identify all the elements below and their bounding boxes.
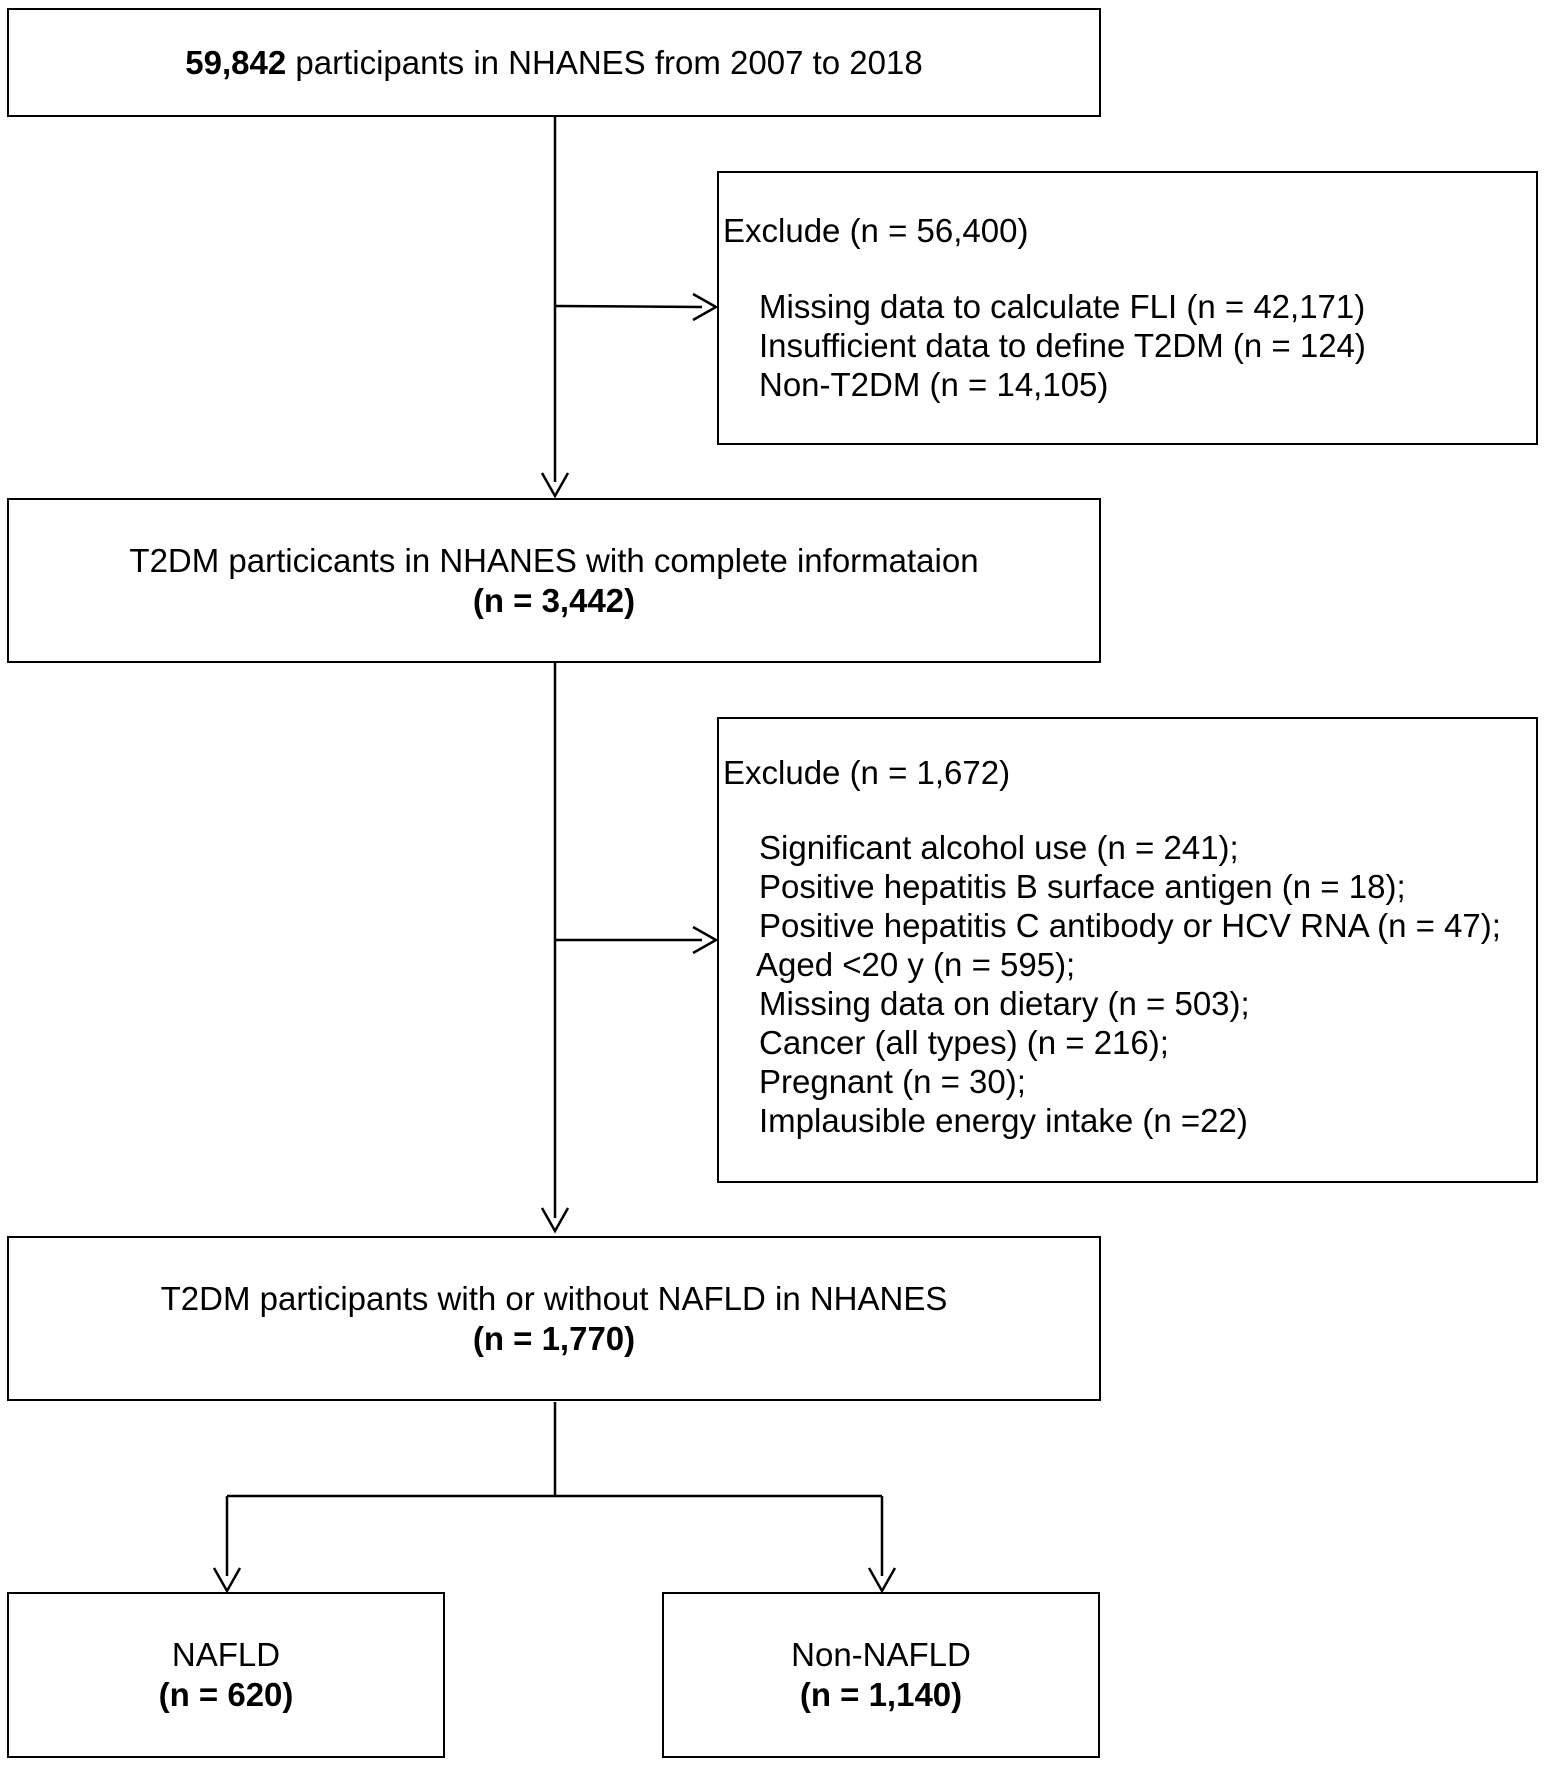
nafld-box: NAFLD (n = 620)	[7, 1592, 445, 1758]
non-nafld-label: Non-NAFLD	[791, 1636, 971, 1673]
step2-text: T2DM particicants in NHANES with complet…	[129, 541, 979, 579]
step3-count: (n = 1,770)	[472, 1319, 636, 1357]
exclude2-title: Exclude (n = 1,672)	[723, 754, 1011, 791]
nafld-count: (n = 620)	[158, 1676, 294, 1713]
arrowhead-exclude1	[692, 292, 719, 322]
nafld-label: NAFLD	[171, 1636, 281, 1673]
exclude1-item: Insufficient data to define T2DM (n = 12…	[759, 327, 1366, 364]
exclude-box-1: Exclude (n = 56,400) Missing data to cal…	[717, 171, 1538, 445]
exclude2-item: Pregnant (n = 30);	[759, 1063, 1026, 1100]
exclude1-item: Missing data to calculate FLI (n = 42,17…	[759, 288, 1366, 325]
step2-count: (n = 3,442)	[472, 581, 636, 619]
step2-box: T2DM particicants in NHANES with complet…	[7, 498, 1101, 663]
exclude2-item: Positive hepatitis C antibody or HCV RNA…	[759, 907, 1501, 944]
non-nafld-box: Non-NAFLD (n = 1,140)	[662, 1592, 1100, 1758]
exclude2-item: Aged <20 y (n = 595);	[756, 946, 1076, 983]
step3-box: T2DM participants with or without NAFLD …	[7, 1236, 1101, 1401]
exclude2-item: Significant alcohol use (n = 241);	[759, 829, 1239, 866]
start-box: 59,842 participants in NHANES from 2007 …	[7, 8, 1101, 117]
start-text: participants in NHANES from 2007 to 2018	[295, 43, 923, 81]
exclude1-list: Missing data to calculate FLI (n = 42,17…	[759, 287, 1366, 404]
connector-to-exclude1	[554, 304, 703, 309]
exclude1-title: Exclude (n = 56,400)	[723, 212, 1029, 249]
exclude2-item: Missing data on dietary (n = 503);	[759, 985, 1250, 1022]
arrowhead-nafld	[212, 1567, 242, 1594]
start-label: 59,842 participants in NHANES from 2007 …	[185, 43, 922, 83]
exclude2-item: Positive hepatitis B surface antigen (n …	[759, 868, 1406, 905]
step3-text: T2DM participants with or without NAFLD …	[160, 1279, 948, 1317]
exclude1-item: Non-T2DM (n = 14,105)	[759, 366, 1109, 403]
non-nafld-count: (n = 1,140)	[799, 1676, 963, 1713]
arrowhead-exclude2	[692, 925, 719, 955]
exclude2-item: Cancer (all types) (n = 216);	[759, 1024, 1169, 1061]
exclude2-item: Implausible energy intake (n =22)	[759, 1102, 1248, 1139]
arrowhead-step2	[540, 472, 570, 499]
exclude2-list: Significant alcohol use (n = 241); Posit…	[756, 828, 1501, 1140]
start-count: 59,842	[185, 43, 287, 81]
arrowhead-non-nafld	[867, 1567, 897, 1594]
exclude-box-2: Exclude (n = 1,672) Significant alcohol …	[717, 717, 1538, 1183]
arrowhead-step3	[540, 1207, 570, 1234]
